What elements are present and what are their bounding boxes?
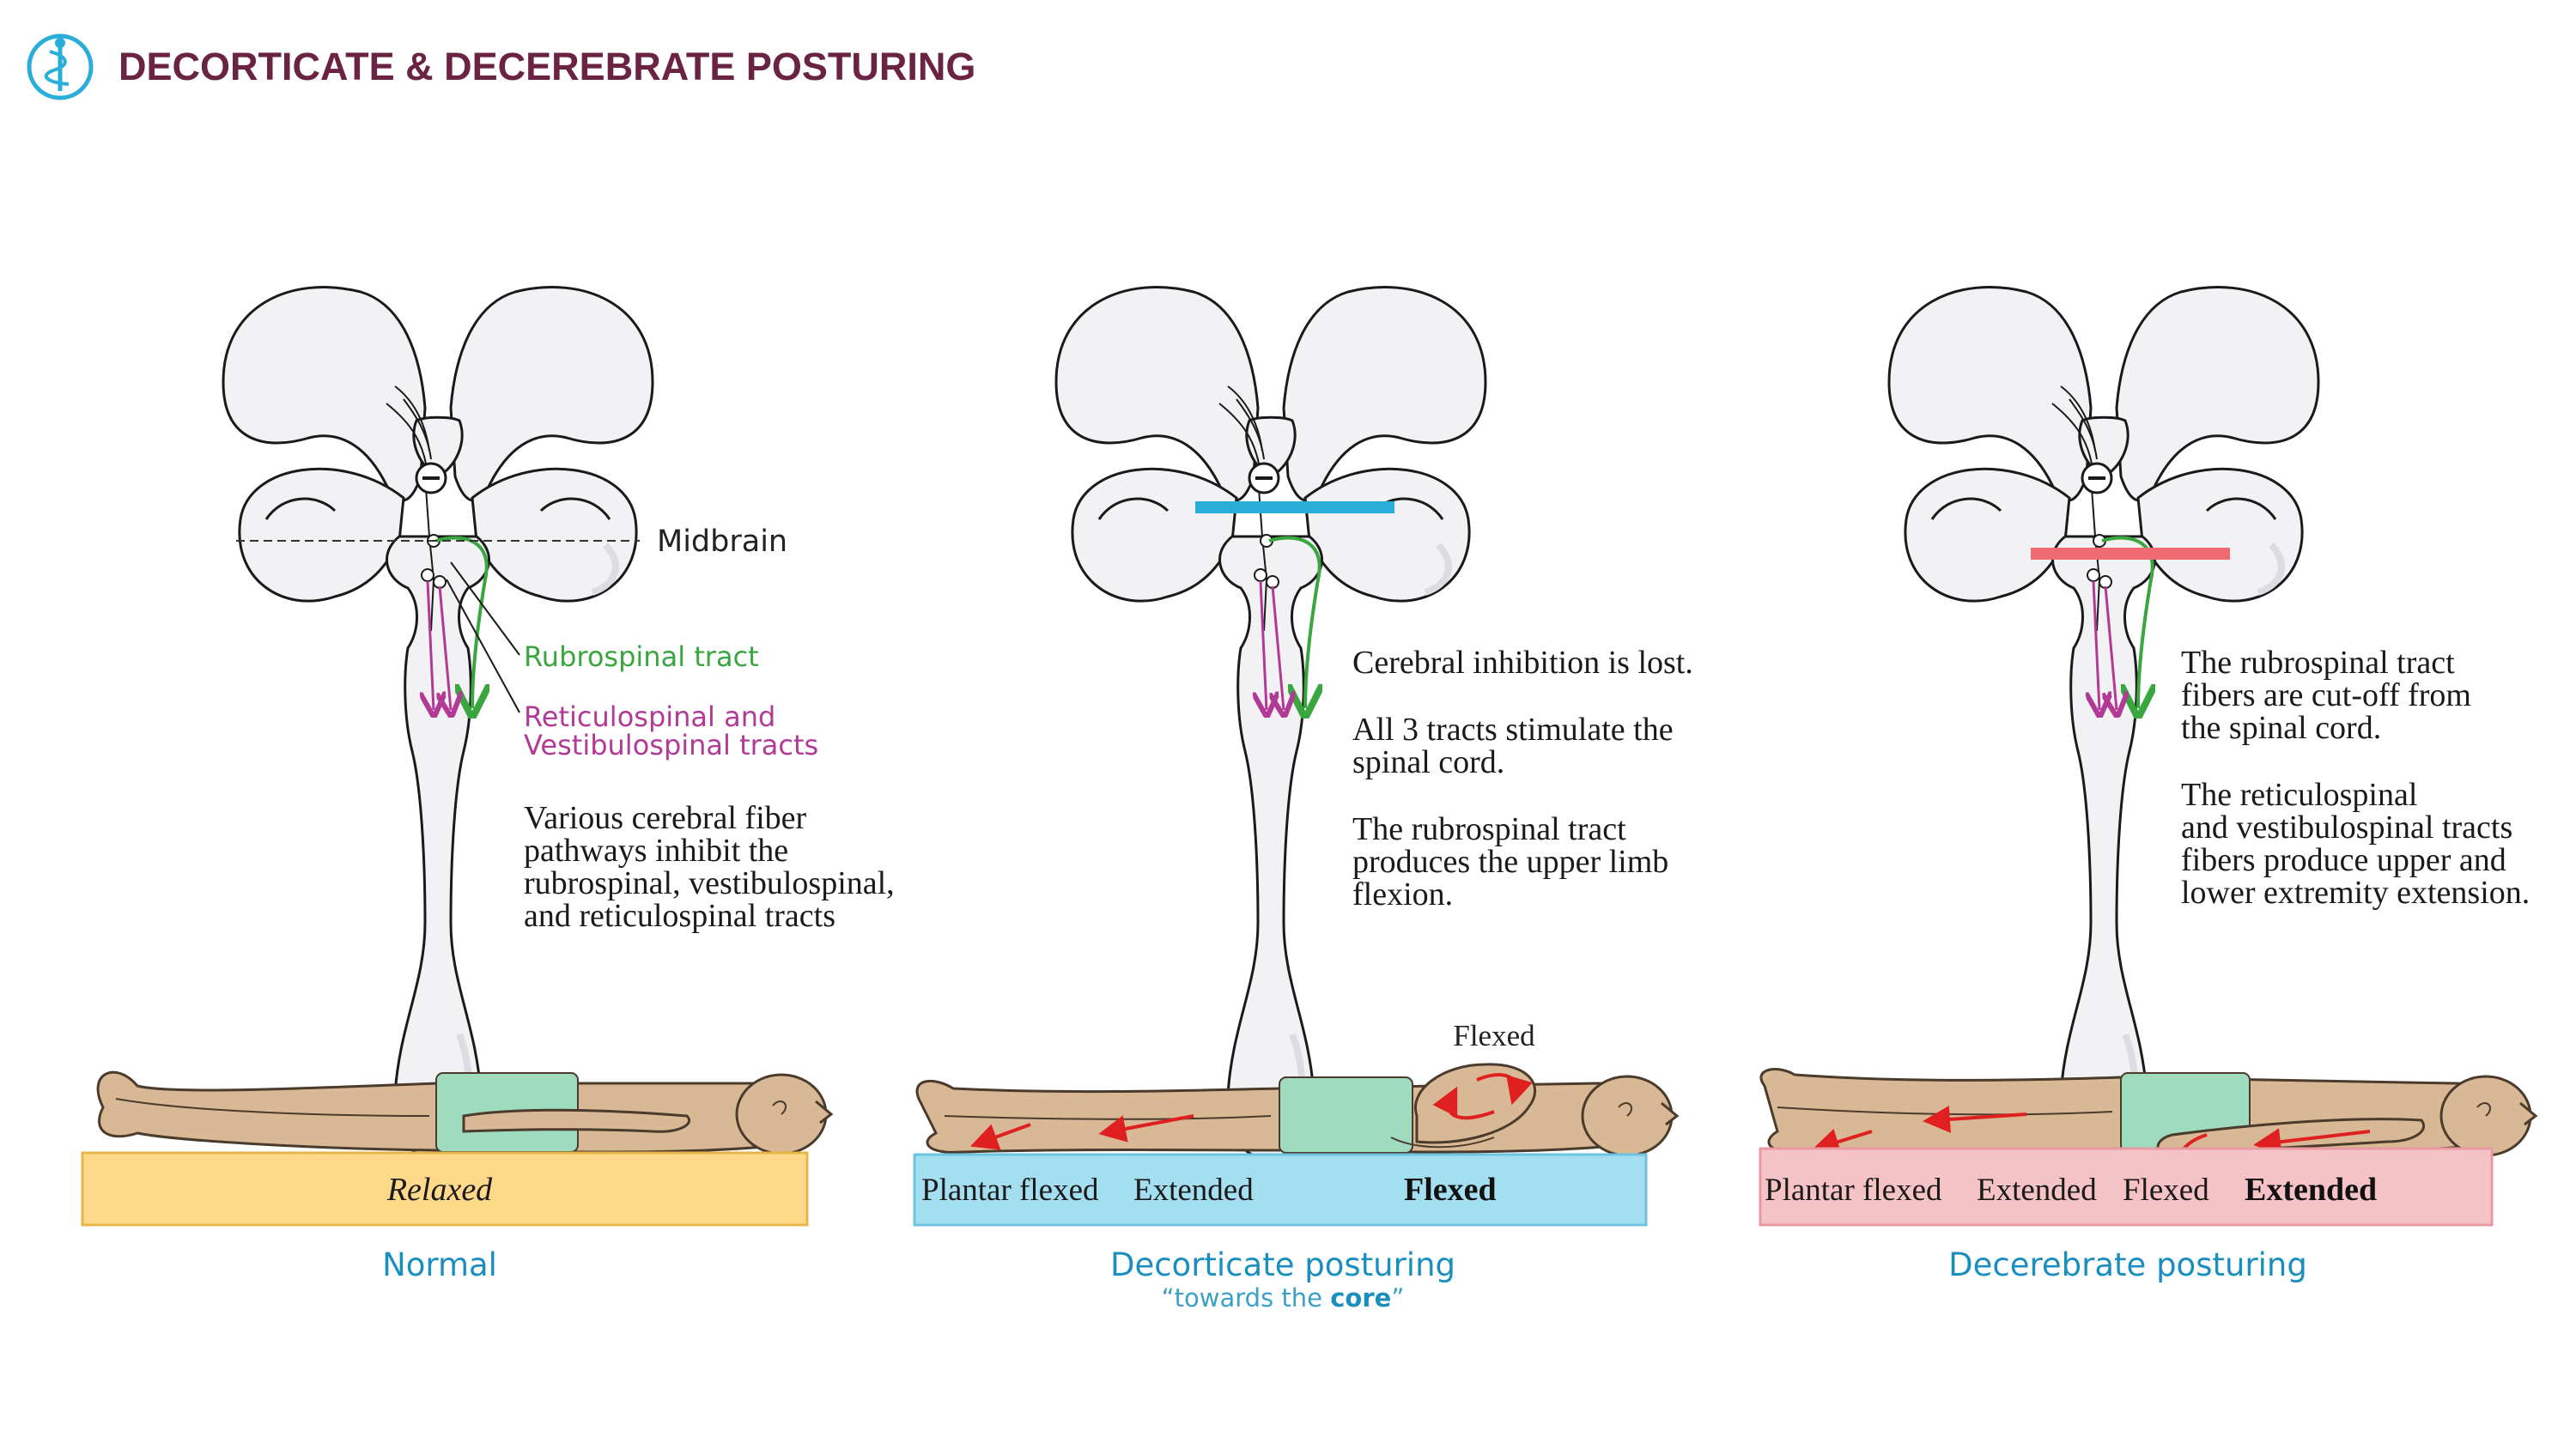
rubrospinal-leader — [450, 561, 520, 656]
normal-description: Various cerebral fiber pathways inhibit … — [524, 800, 895, 934]
normal-text-line: Various cerebral fiber — [524, 800, 807, 836]
normal-text-line: rubrospinal, vestibulospinal, — [524, 865, 895, 901]
limb-label: Plantar flexed — [921, 1173, 1099, 1208]
mat-decerebrate — [1759, 1147, 2494, 1227]
decerebrate-text-line: fibers are cut-off from — [2181, 677, 2471, 713]
limb-label: Flexed — [2123, 1173, 2209, 1208]
limb-label: Plantar flexed — [1765, 1173, 1942, 1208]
decerebrate-text-line: fibers produce upper and — [2181, 842, 2506, 878]
decerebrate-description: The rubrospinal tract fibers are cut-off… — [2181, 645, 2530, 911]
midbrain-label: Midbrain — [657, 524, 787, 559]
decorticate-text-line: flexion. — [1352, 876, 1453, 912]
patient-decorticate — [915, 1063, 1679, 1157]
flexed-label-top: Flexed — [1453, 1019, 1535, 1052]
caption-normal: Normal — [382, 1246, 497, 1283]
caption-decerebrate: Decerebrate posturing — [1948, 1246, 2307, 1283]
normal-text-line: and reticulospinal tracts — [524, 898, 835, 934]
limb-label-bold: Flexed — [1404, 1172, 1497, 1208]
rubrospinal-label: Rubrospinal tract — [524, 640, 759, 673]
patient-relaxed — [96, 1070, 833, 1155]
decerebrate-text-line: and vestibulospinal tracts — [2181, 809, 2512, 846]
lesion-bar-decorticate — [1195, 501, 1394, 513]
decerebrate-text-line: lower extremity extension. — [2181, 875, 2530, 911]
caduceus-icon — [44, 38, 70, 91]
decorticate-text-line: All 3 tracts stimulate the — [1352, 712, 1674, 748]
vestibulospinal-label: Vestibulospinal tracts — [524, 729, 818, 761]
decorticate-text-line: The rubrospinal tract — [1352, 811, 1626, 847]
lesion-bar-decerebrate — [2031, 548, 2230, 560]
reticulospinal-leader — [446, 579, 520, 713]
normal-text-line: pathways inhibit the — [524, 833, 788, 869]
subcaption-post: ” — [1391, 1283, 1404, 1313]
panel-decorticate: Cerebral inhibition is lost. All 3 tract… — [913, 288, 1693, 1313]
subcaption-bold: core — [1330, 1283, 1391, 1313]
subcaption-pre: “towards the — [1162, 1283, 1331, 1313]
mat-label-relaxed: Relaxed — [386, 1172, 493, 1208]
limb-label: Extended — [1133, 1173, 1254, 1208]
page-title: DECORTICATE & DECEREBRATE POSTURING — [118, 45, 975, 88]
mat-normal — [81, 1151, 809, 1227]
decorticate-description: Cerebral inhibition is lost. All 3 tract… — [1352, 645, 1693, 912]
logo — [27, 33, 94, 100]
decerebrate-text-line: The reticulospinal — [2181, 777, 2417, 813]
mat-decorticate — [913, 1153, 1648, 1227]
panel-decerebrate: The rubrospinal tract fibers are cut-off… — [1759, 288, 2537, 1283]
subcaption-decorticate: “towards the core” — [1162, 1283, 1405, 1313]
reticulospinal-label: Reticulospinal and — [524, 700, 775, 733]
decorticate-text-line: spinal cord. — [1352, 744, 1504, 780]
decerebrate-text-line: The rubrospinal tract — [2181, 645, 2455, 681]
limb-label: Extended — [1977, 1173, 2097, 1208]
decorticate-text-line: produces the upper limb — [1352, 844, 1668, 880]
decorticate-text-line: Cerebral inhibition is lost. — [1352, 645, 1693, 681]
panel-normal: Midbrain Rubrospinal tract Reticulospina… — [81, 288, 895, 1283]
caption-decorticate: Decorticate posturing — [1110, 1246, 1455, 1283]
limb-label-bold: Extended — [2245, 1172, 2377, 1208]
decerebrate-text-line: the spinal cord. — [2181, 710, 2381, 746]
